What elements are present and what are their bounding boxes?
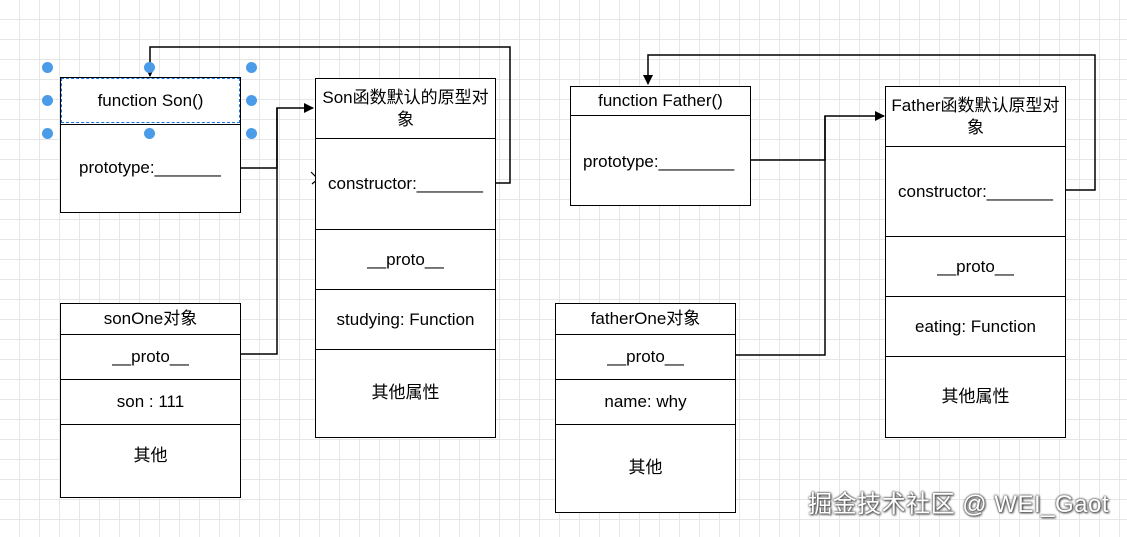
resize-handle-sw[interactable] xyxy=(42,128,53,139)
sonone-proto-arrow xyxy=(240,108,278,355)
son-studying-field: studying: Function xyxy=(316,290,495,350)
father-prototype-field: prototype:________ xyxy=(583,152,735,171)
son-function-box[interactable]: function Son() prototype:_______ xyxy=(60,77,241,213)
father-other-props-field: 其他属性 xyxy=(941,386,1010,406)
resize-handle-e[interactable] xyxy=(246,95,257,106)
father-function-title: function Father() xyxy=(571,87,750,116)
father-eating-field: eating: Function xyxy=(886,297,1065,357)
son-prototype-proto-field: __proto__ xyxy=(316,230,495,290)
son-prototype-object-title: Son函数默认的原型对象 xyxy=(316,79,495,139)
father-function-box[interactable]: function Father() prototype:________ xyxy=(570,86,751,206)
father-constructor-arrow xyxy=(643,54,1096,191)
father-constructor-field: constructor:_______ xyxy=(886,147,1065,237)
sonone-object-box[interactable]: sonOne对象 __proto__ son : 111 其他 xyxy=(60,303,241,498)
son-other-props-field: 其他属性 xyxy=(371,383,440,402)
son-function-title: function Son() xyxy=(61,78,240,125)
sonone-proto-field: __proto__ xyxy=(61,335,240,380)
son-prototype-field: prototype:_______ xyxy=(79,158,221,177)
father-prototype-object-title: Father函数默认原型对象 xyxy=(886,87,1065,147)
fatherone-object-box[interactable]: fatherOne对象 __proto__ name: why 其他 xyxy=(555,303,736,513)
son-prototype-object-box[interactable]: Son函数默认的原型对象 constructor:_______ __proto… xyxy=(315,78,496,438)
resize-handle-nw[interactable] xyxy=(42,62,53,73)
son-constructor-arrow xyxy=(145,46,511,184)
father-prototype-proto-field: __proto__ xyxy=(886,237,1065,297)
father-prototype-arrow xyxy=(750,111,885,161)
watermark-text: 掘金技术社区 @ WEI_Gaot xyxy=(808,491,1109,518)
fatherone-proto-arrow xyxy=(735,116,826,356)
sonone-other-field: 其他 xyxy=(133,445,168,465)
resize-handle-se[interactable] xyxy=(246,128,257,139)
resize-handle-w[interactable] xyxy=(42,95,53,106)
sonone-son-field: son : 111 xyxy=(61,380,240,425)
resize-handle-ne[interactable] xyxy=(246,62,257,73)
fatherone-name-field: name: why xyxy=(556,380,735,425)
fatherone-proto-field: __proto__ xyxy=(556,335,735,380)
son-constructor-field: constructor:_______ xyxy=(316,139,495,230)
fatherone-other-field: 其他 xyxy=(628,458,663,477)
fatherone-title: fatherOne对象 xyxy=(556,304,735,335)
resize-handle-s[interactable] xyxy=(144,128,155,139)
resize-handle-n[interactable] xyxy=(144,62,155,73)
father-prototype-object-box[interactable]: Father函数默认原型对象 constructor:_______ __pro… xyxy=(885,86,1066,438)
sonone-title: sonOne对象 xyxy=(61,304,240,335)
